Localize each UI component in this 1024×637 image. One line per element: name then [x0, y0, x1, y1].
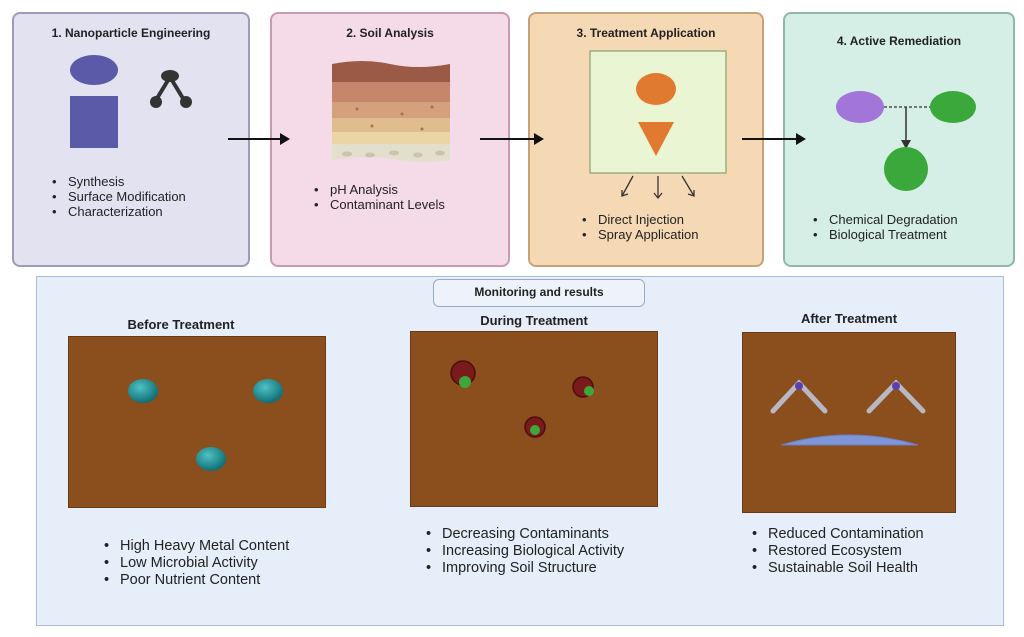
bullet-item: Surface Modification [52, 189, 186, 204]
flow-arrow [480, 133, 544, 145]
step-panel-active-remediation: 4. Active Remediation Chemical Degradati… [783, 12, 1015, 267]
stage-bullets-during: Decreasing Contaminants Increasing Biolo… [426, 526, 646, 577]
step-panel-treatment-application: 3. Treatment Application Direct Injectio… [528, 12, 764, 267]
bullet-item: Increasing Biological Activity [426, 543, 646, 560]
bullet-item: High Heavy Metal Content [104, 538, 304, 555]
nanoparticle-illustration [70, 55, 192, 148]
bullet-item: Characterization [52, 204, 186, 219]
soil-layers-illustration [332, 61, 450, 162]
molecule-icon [150, 70, 192, 108]
soil-during-treatment [410, 331, 658, 507]
bullet-item: Low Microbial Activity [104, 555, 304, 572]
step-title: 3. Treatment Application [576, 26, 716, 40]
microbe-green-shape [884, 147, 928, 191]
restored-soil-illustration [770, 379, 926, 446]
step-bullets: Direct Injection Spray Application [582, 212, 698, 242]
metal-particle [128, 379, 158, 403]
bullet-item: Decreasing Contaminants [426, 526, 646, 543]
flow-arrow [742, 133, 806, 145]
bullet-item: Biological Treatment [813, 227, 958, 242]
bullet-item: Contaminant Levels [314, 197, 445, 212]
nanoparticle-ellipse-shape [70, 55, 118, 85]
treatment-triangle-shape [638, 122, 674, 156]
treatment-illustration [589, 50, 727, 200]
step-panel-soil-analysis: 2. Soil Analysis pH Analysis Contaminant… [270, 12, 510, 267]
degrading-particle [450, 360, 476, 388]
heavy-metal-particles [128, 379, 283, 471]
bullet-item: Chemical Degradation [813, 212, 958, 227]
water-pool-shape [780, 434, 919, 446]
degrading-particles [450, 360, 594, 438]
metal-particle [253, 379, 283, 403]
metal-particle [196, 447, 226, 471]
microbe-purple-shape [836, 91, 884, 123]
bullet-item: Direct Injection [582, 212, 698, 227]
step-bullets: pH Analysis Contaminant Levels [314, 182, 445, 212]
microbe-green-shape [930, 91, 976, 123]
soil-before-treatment [68, 336, 326, 508]
step-title: 4. Active Remediation [836, 34, 962, 48]
stage-title-during: During Treatment [480, 313, 588, 328]
soil-after-treatment [742, 332, 956, 513]
stage-bullets-after: Reduced Contamination Restored Ecosystem… [752, 526, 972, 577]
degrading-particle [524, 416, 546, 438]
step-title: 2. Soil Analysis [346, 26, 434, 40]
step-panel-nanoparticle-engineering: 1. Nanoparticle Engineering Synthesis Su… [12, 12, 250, 267]
stage-bullets-before: High Heavy Metal Content Low Microbial A… [104, 538, 304, 589]
bullet-item: Synthesis [52, 174, 186, 189]
monitoring-label: Monitoring and results [433, 279, 645, 307]
bullet-item: Restored Ecosystem [752, 543, 972, 560]
step-title: 1. Nanoparticle Engineering [51, 26, 211, 40]
stage-title-before: Before Treatment [127, 317, 235, 332]
bullet-item: pH Analysis [314, 182, 445, 197]
bullet-item: Spray Application [582, 227, 698, 242]
step-bullets: Synthesis Surface Modification Character… [52, 174, 186, 219]
step-bullets: Chemical Degradation Biological Treatmen… [813, 212, 958, 242]
dispersal-arrows [621, 175, 695, 200]
bullet-item: Improving Soil Structure [426, 560, 646, 577]
treatment-circle-shape [636, 73, 676, 105]
stage-title-after: After Treatment [800, 311, 898, 326]
remediation-illustration [836, 91, 976, 191]
bullet-item: Reduced Contamination [752, 526, 972, 543]
degrading-particle [572, 376, 594, 398]
bullet-item: Sustainable Soil Health [752, 560, 972, 577]
treatment-box [589, 50, 727, 174]
flow-arrow [228, 133, 290, 145]
nanoparticle-block-shape [70, 96, 118, 148]
bullet-item: Poor Nutrient Content [104, 572, 304, 589]
